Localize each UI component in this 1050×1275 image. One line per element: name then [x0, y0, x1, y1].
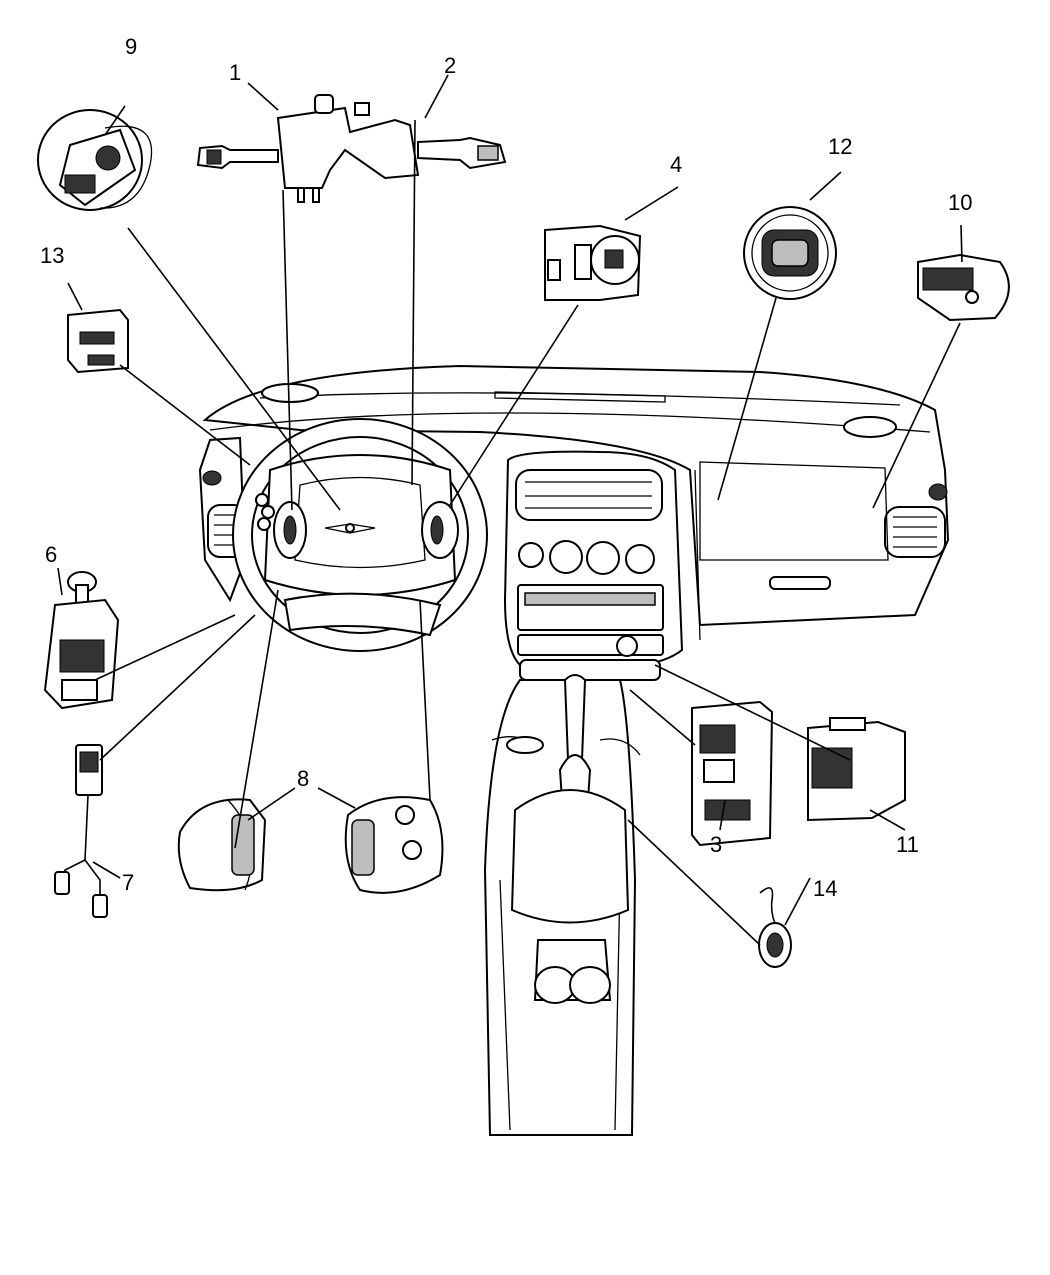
callout-7: 7	[122, 870, 134, 895]
callout-13: 13	[40, 243, 64, 268]
callout-2: 2	[444, 53, 456, 78]
part-3	[691, 700, 774, 847]
clockspring	[37, 109, 153, 211]
multifunction-switch	[196, 94, 507, 203]
callout-11: 11	[896, 832, 919, 857]
part-13	[67, 308, 129, 374]
steering-wheel	[232, 418, 488, 652]
callout-14: 14	[813, 876, 837, 901]
part-14	[758, 887, 792, 968]
callout-8: 8	[297, 766, 309, 791]
leader-lines	[57, 74, 963, 946]
callout-4: 4	[670, 152, 682, 177]
part-10	[917, 253, 1010, 322]
callout-6: 6	[45, 542, 57, 567]
callout-3: 3	[710, 832, 722, 857]
part-6	[43, 571, 120, 710]
part-8-right	[344, 796, 444, 894]
part-11	[807, 717, 906, 822]
callout-10: 10	[948, 190, 972, 215]
callout-1: 1	[229, 60, 241, 85]
callout-9: 9	[125, 34, 137, 59]
part-7	[54, 744, 108, 918]
part-8-left	[177, 798, 267, 892]
part-12	[743, 206, 837, 300]
callout-labels: 1 2 3 4 6 7 8 9 10 11 12 13 14	[40, 34, 972, 901]
center-console	[483, 674, 641, 1136]
switch-module-4	[544, 224, 642, 301]
callout-12: 12	[828, 134, 852, 159]
